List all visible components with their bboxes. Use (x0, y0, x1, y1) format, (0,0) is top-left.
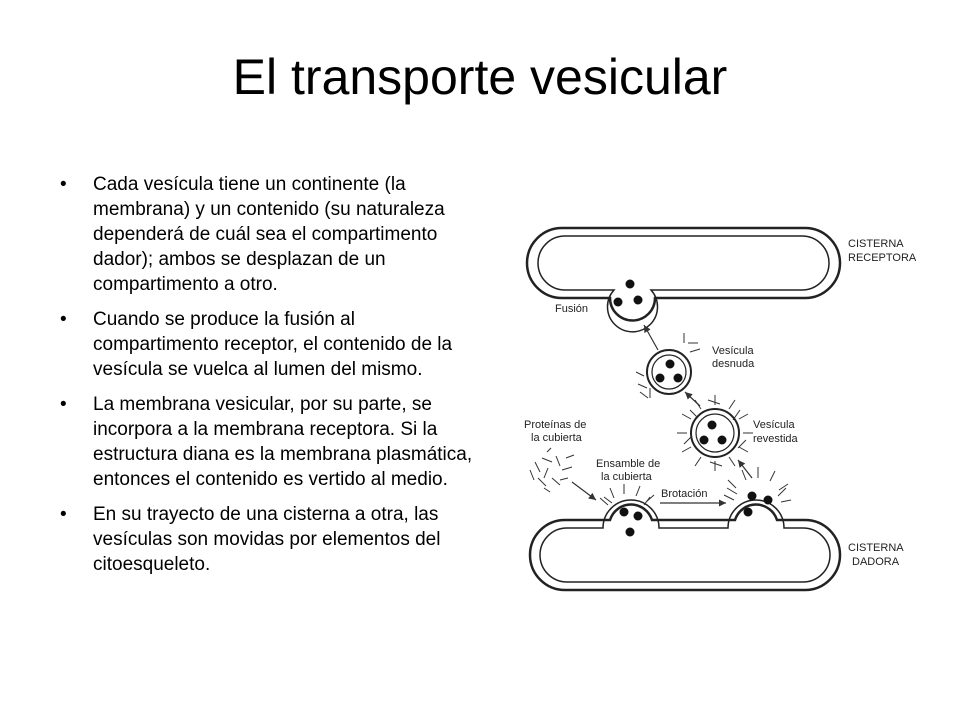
label-cisterna-receptora-2: RECEPTORA (848, 252, 917, 264)
free-coat-proteins (529, 447, 575, 493)
label-vesicula-desnuda-1: Vesícula (712, 345, 754, 357)
bullet-marker: • (60, 504, 67, 525)
label-cisterna-dadora-2: DADORA (852, 556, 900, 568)
bullet-marker: • (60, 394, 67, 415)
bullet-item: • La membrana vesicular, por su parte, se… (60, 392, 480, 492)
label-proteinas-1: Proteínas de (524, 419, 586, 431)
vesicular-transport-diagram: CISTERNA RECEPTORA Fusión Vesícula desnu… (524, 226, 917, 592)
bullet-marker: • (60, 174, 67, 195)
bullet-item: • Cada vesícula tiene un continente (la m… (60, 172, 480, 297)
label-vesicula-revestida-1: Vesícula (753, 419, 795, 431)
bullet-item: • En su trayecto de una cisterna a otra, … (60, 502, 480, 577)
label-vesicula-desnuda-2: desnuda (712, 358, 755, 370)
label-brotacion: Brotación (661, 488, 707, 500)
label-cisterna-receptora-1: CISTERNA (848, 238, 904, 250)
label-proteinas-2: la cubierta (531, 432, 583, 444)
label-fusion: Fusión (555, 303, 588, 315)
bullet-item: • Cuando se produce la fusión al comparti… (60, 307, 480, 382)
bullet-text: La membrana vesicular, por su parte, se … (93, 394, 473, 490)
receptor-cistern (525, 226, 842, 333)
bullet-list: • Cada vesícula tiene un continente (la m… (60, 172, 480, 587)
label-ensamble-1: Ensamble de (596, 458, 660, 470)
flow-arrows (571, 324, 753, 507)
label-cisterna-dadora-1: CISTERNA (848, 542, 904, 554)
label-ensamble-2: la cubierta (601, 471, 653, 483)
bullet-marker: • (60, 309, 67, 330)
bullet-text: En su trayecto de una cisterna a otra, l… (93, 504, 441, 575)
label-vesicula-revestida-2: revestida (753, 433, 799, 445)
donor-cistern (528, 467, 842, 592)
bullet-text: Cada vesícula tiene un continente (la me… (93, 174, 445, 295)
slide-title: El transporte vesicular (232, 49, 728, 105)
bullet-text: Cuando se produce la fusión al compartim… (93, 309, 453, 380)
coated-vesicle (677, 395, 753, 471)
naked-vesicle (635, 333, 701, 399)
